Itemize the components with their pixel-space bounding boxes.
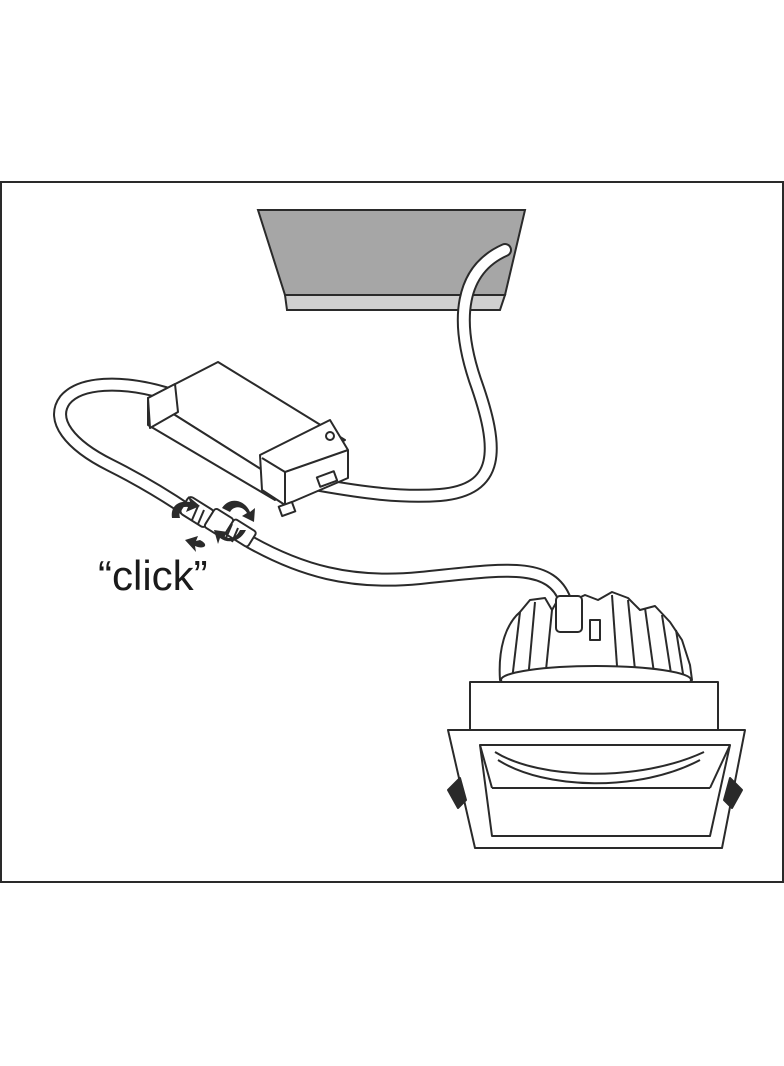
ceiling-panel: [256, 209, 527, 311]
downlight-heatsink: [498, 591, 693, 695]
led-driver-box: [147, 361, 349, 518]
click-annotation: “click”: [98, 552, 208, 599]
mains-cable: [313, 243, 512, 503]
downlight-square-trim: [447, 681, 746, 849]
driver-output-cable: [53, 377, 197, 519]
rotate-arrows-icon: [171, 496, 255, 552]
diagram-frame: [0, 181, 784, 883]
